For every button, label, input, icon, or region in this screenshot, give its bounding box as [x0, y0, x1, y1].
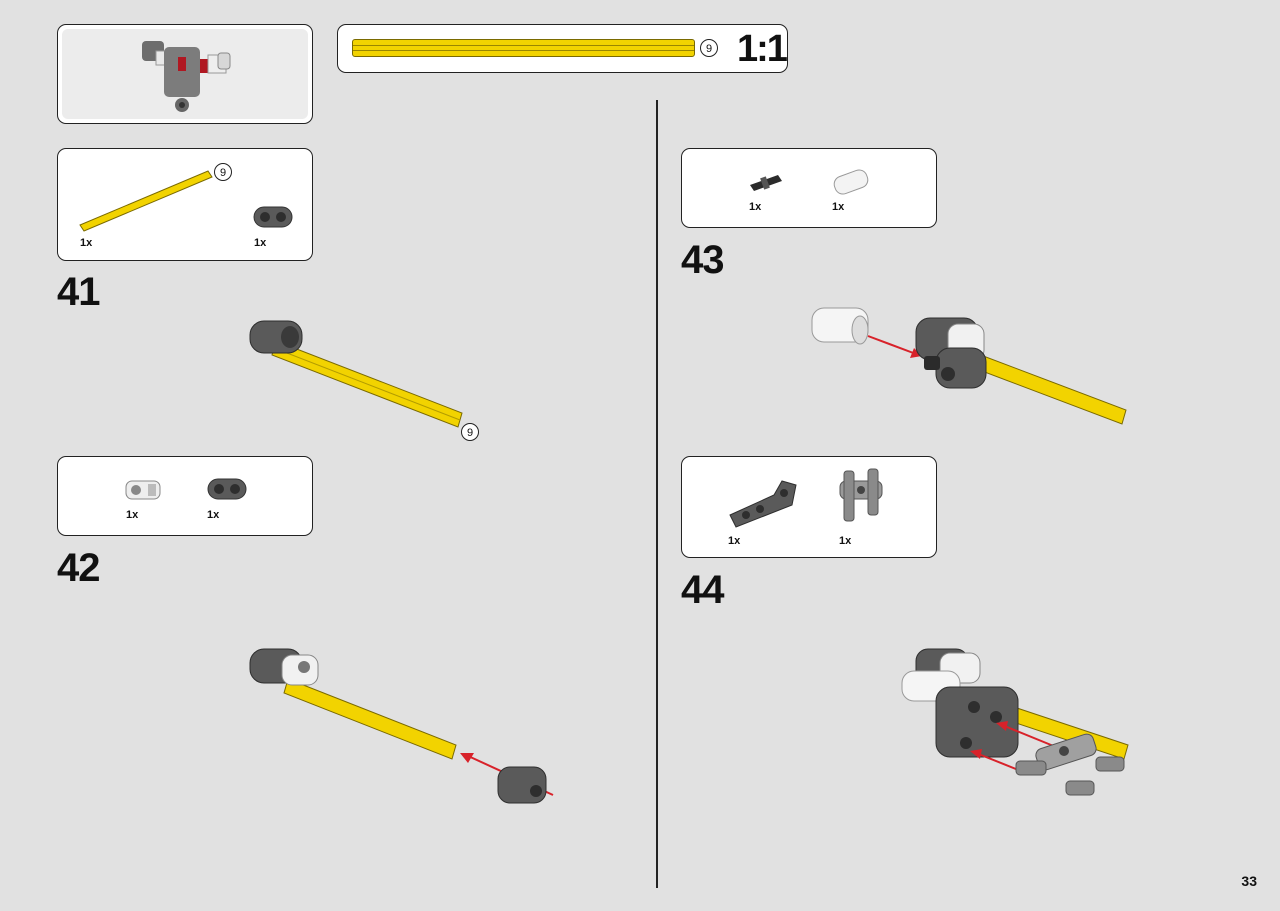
ruler-callout: 9 1:1 — [337, 24, 788, 73]
step-44-assembly-illustration — [901, 648, 1129, 796]
yellow-axle-ruler-bar — [352, 39, 695, 57]
axle-length-badge: 9 — [214, 163, 232, 181]
parts-list-step-43: 1x 1x — [681, 148, 937, 228]
page-number: 33 — [1241, 873, 1257, 889]
yellow-axle-9-icon — [79, 170, 213, 232]
subassembly-model-icon — [142, 41, 231, 112]
dark-gray-beam-2-icon — [207, 478, 247, 500]
part-qty: 1x — [254, 237, 267, 249]
step-number-41: 41 — [57, 270, 100, 314]
step-number-43: 43 — [681, 238, 724, 282]
parts-list-step-44: 1x 1x — [681, 456, 937, 558]
step-41-assembly-illustration — [249, 320, 463, 428]
parts-list-step-42: 1x 1x — [57, 456, 313, 536]
part-qty: 1x — [80, 237, 93, 249]
part-qty: 1x — [749, 201, 762, 213]
axle-length-badge: 9 — [461, 423, 479, 441]
parts-list-step-41: 9 1x 1x — [57, 148, 313, 261]
part-qty: 1x — [728, 535, 741, 547]
dark-gray-beam-2-icon — [253, 206, 293, 228]
step-43-assembly-illustration — [811, 307, 1127, 425]
ruler-length-badge: 9 — [700, 39, 718, 57]
part-qty: 1x — [832, 201, 845, 213]
scale-label: 1:1 — [737, 28, 788, 70]
page-divider — [656, 100, 658, 888]
subassembly-callout — [57, 24, 313, 124]
part-qty: 1x — [839, 535, 852, 547]
white-bush-icon — [833, 169, 869, 195]
gray-cross-connector-icon — [839, 468, 883, 522]
step-number-42: 42 — [57, 546, 100, 590]
step-number-44: 44 — [681, 568, 724, 612]
step-42-assembly-illustration — [249, 648, 554, 804]
dark-gray-angle-beam-icon — [729, 480, 797, 528]
part-qty: 1x — [207, 509, 220, 521]
part-qty: 1x — [126, 509, 139, 521]
black-pin-icon — [750, 175, 782, 191]
white-cross-block-icon — [125, 480, 161, 500]
